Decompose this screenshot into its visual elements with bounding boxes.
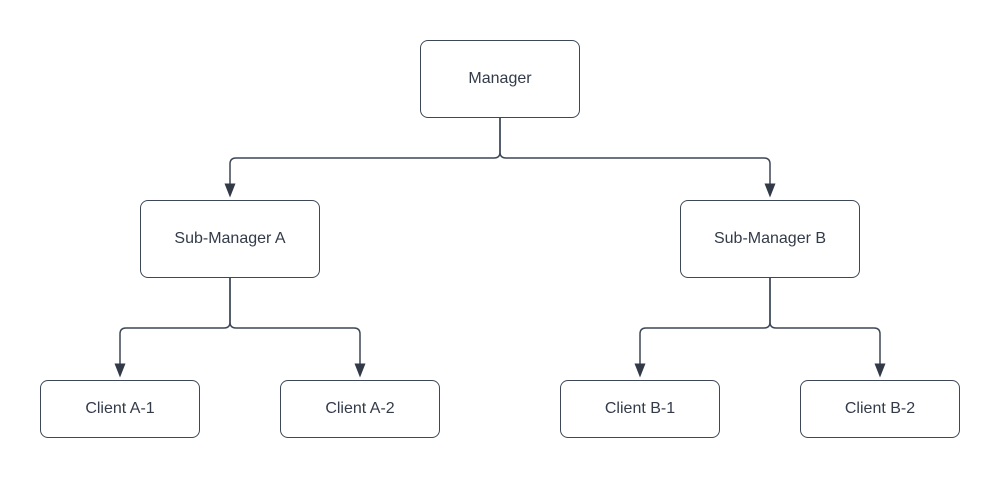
node-client-a2: Client A-2: [280, 380, 440, 438]
arrowhead-icon: [874, 363, 886, 378]
edge-manager-sub-b: [499, 118, 771, 184]
arrowhead-icon: [224, 183, 236, 198]
node-client-a2-label: Client A-2: [325, 400, 395, 418]
edge-sub-b-client-b1: [639, 278, 771, 364]
node-manager-label: Manager: [468, 70, 532, 88]
edge-sub-b-client-b2: [769, 278, 881, 364]
node-client-b2-label: Client B-2: [844, 400, 916, 418]
node-client-a1-label: Client A-1: [85, 400, 155, 418]
edge-manager-sub-a: [229, 118, 501, 184]
node-sub-manager-a-label: Sub-Manager A: [174, 230, 286, 248]
node-client-b1-label: Client B-1: [604, 400, 676, 418]
arrowhead-icon: [634, 363, 646, 378]
edge-sub-a-client-a2: [229, 278, 361, 364]
arrowhead-icon: [764, 183, 776, 198]
node-sub-manager-b-label: Sub-Manager B: [713, 230, 827, 248]
edge-sub-a-client-a1: [119, 278, 231, 364]
node-manager: Manager: [420, 40, 580, 118]
node-sub-manager-a: Sub-Manager A: [140, 200, 320, 278]
node-sub-manager-b: Sub-Manager B: [680, 200, 860, 278]
arrowhead-icon: [354, 363, 366, 378]
node-client-b1: Client B-1: [560, 380, 720, 438]
arrowhead-icon: [114, 363, 126, 378]
node-client-b2: Client B-2: [800, 380, 960, 438]
node-client-a1: Client A-1: [40, 380, 200, 438]
